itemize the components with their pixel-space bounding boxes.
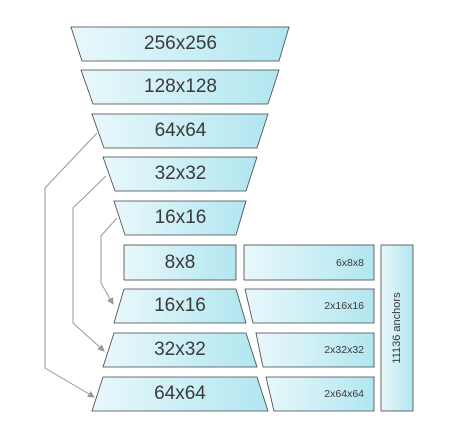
head-32-label: 2x32x32 xyxy=(324,344,364,356)
bottleneck-shape xyxy=(123,244,237,281)
up-16-label: 16x16 xyxy=(154,295,206,316)
skip-arrow-16 xyxy=(100,217,118,305)
level-16-shape xyxy=(113,200,247,236)
head-16-label: 2x16x16 xyxy=(324,300,364,312)
bottleneck-label: 8x8 xyxy=(164,251,196,273)
head-32-shape xyxy=(255,332,375,368)
level-256-shape xyxy=(70,26,290,62)
level-32-shape xyxy=(102,156,258,192)
level-128-label: 128x128 xyxy=(144,76,217,97)
up-64-label: 64x64 xyxy=(154,383,206,404)
skip-arrow-32 xyxy=(72,175,107,352)
level-256-label: 256x256 xyxy=(144,33,217,54)
up-64-shape xyxy=(91,376,269,412)
level-64-label: 64x64 xyxy=(154,120,207,141)
anchors-bar-shape xyxy=(380,244,414,412)
head-8-shape xyxy=(243,244,375,281)
up-32-shape xyxy=(102,332,258,368)
level-32-label: 32x32 xyxy=(154,163,207,184)
head-16-shape xyxy=(244,288,375,324)
skip-arrow-64 xyxy=(44,132,98,398)
up-32-label: 32x32 xyxy=(154,339,206,360)
level-64-shape xyxy=(91,113,269,149)
anchors-total-label: 11136 anchors xyxy=(391,292,403,364)
up-16-shape xyxy=(113,288,247,324)
level-128-shape xyxy=(80,69,280,105)
level-16-label: 16x16 xyxy=(154,207,207,228)
head-64-label: 2x64x64 xyxy=(324,388,364,400)
head-64-shape xyxy=(265,376,375,412)
head-8-label: 6x8x8 xyxy=(335,256,364,269)
